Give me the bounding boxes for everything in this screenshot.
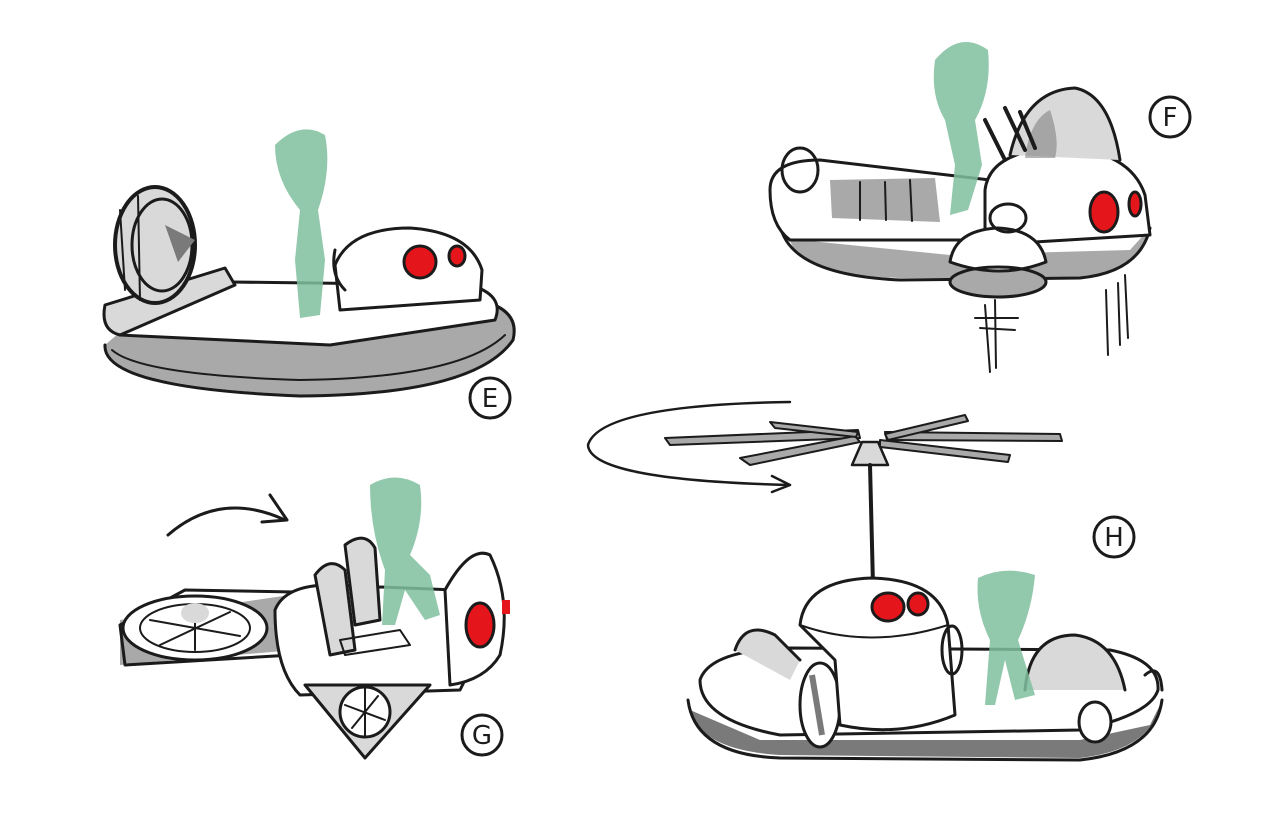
sketch-h-label-text: H <box>1104 523 1124 553</box>
sketch-e-label-text: E <box>482 384 498 414</box>
sketch-g-label: G <box>460 713 504 757</box>
sketch-f-label: F <box>1148 95 1192 139</box>
sketch-f-hover-pod <box>768 42 1152 373</box>
sketch-h-pilot-figure <box>977 570 1035 705</box>
sketch-e-label: E <box>468 376 512 420</box>
sketch-h-rotor-blades <box>664 414 1063 466</box>
sketch-e-pilot-figure <box>275 129 328 318</box>
sketch-g-label-text: G <box>472 721 492 751</box>
sketch-g-pilot-figure <box>370 477 440 625</box>
sketch-h-rotor-craft <box>586 400 1164 762</box>
sketch-f-pilot-figure <box>933 42 989 215</box>
sketch-h-label: H <box>1092 515 1136 559</box>
sketch-e-hovercraft <box>102 129 516 398</box>
sketch-h-rotation-arrow <box>586 400 792 487</box>
sketch-g-open-cockpit <box>118 477 510 760</box>
sketch-g-rotation-arrow <box>166 506 287 537</box>
sketch-f-label-text: F <box>1163 103 1178 133</box>
